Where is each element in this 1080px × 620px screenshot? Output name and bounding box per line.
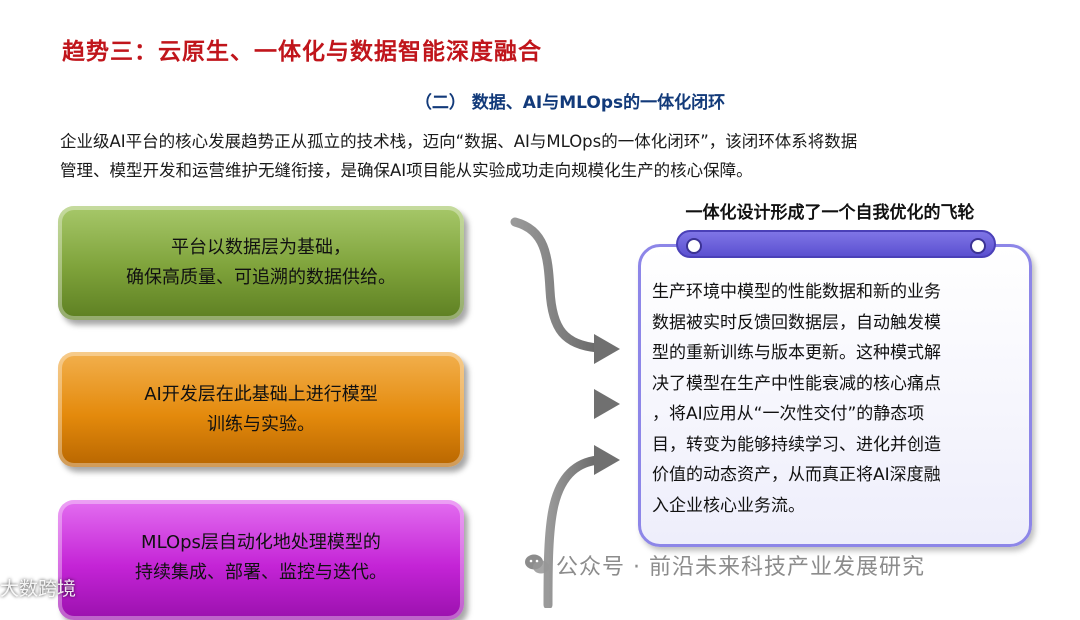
data-layer-box: 平台以数据层为基础， 确保高质量、可追溯的数据供给。 [58, 206, 464, 320]
flywheel-text: 生产环境中模型的性能数据和新的业务 数据被实时反馈回数据层，自动触发模 型的重新… [652, 277, 1024, 521]
mlops-layer-line-2: 持续集成、部署、监控与迭代。 [135, 562, 387, 583]
wechat-icon [525, 554, 549, 574]
flywheel-line: 目，转变为能够持续学习、进化并创造 [652, 434, 941, 455]
arrow-from-mlops-icon [543, 445, 620, 608]
flywheel-title: 一体化设计形成了一个自我优化的飞轮 [685, 203, 975, 223]
flywheel-line: 入企业核心业务流。 [652, 495, 805, 516]
flywheel-line: ，将AI应用从“一次性交付”的静态项 [652, 404, 925, 424]
data-layer-line-1: 平台以数据层为基础， [171, 237, 351, 258]
section-subtitle: （二） 数据、AI与MLOps的一体化闭环 [414, 93, 726, 113]
ai-layer-line-1: AI开发层在此基础上进行模型 [144, 383, 378, 405]
ai-layer-line-2: 训练与实验。 [207, 413, 315, 435]
scroll-tab-icon [676, 230, 996, 258]
flywheel-line: 数据被实时反馈回数据层，自动触发模 [652, 312, 941, 333]
flow-arrows [502, 217, 620, 608]
flywheel-line: 决了模型在生产中性能衰减的核心痛点 [652, 373, 941, 394]
intro-line-2: 管理、模型开发和运营维护无缝衔接，是确保AI项目能从实验成功走向规模化生产的核心… [60, 161, 753, 180]
arrow-from-data-icon [510, 217, 620, 364]
intro-paragraph: 企业级AI平台的核心发展趋势正从孤立的技术栈，迈向“数据、AI与MLOps的一体… [60, 127, 1030, 185]
mlops-layer-box: MLOps层自动化地处理模型的 持续集成、部署、监控与迭代。 [58, 500, 464, 620]
mlops-layer-line-1: MLOps层自动化地处理模型的 [141, 532, 381, 553]
slide-title: 趋势三：云原生、一体化与数据智能深度融合 [62, 39, 542, 65]
intro-line-1: 企业级AI平台的核心发展趋势正从孤立的技术栈，迈向“数据、AI与MLOps的一体… [60, 132, 858, 151]
ai-layer-box: AI开发层在此基础上进行模型 训练与实验。 [58, 352, 464, 467]
arrow-from-ai-icon [502, 389, 620, 419]
corner-watermark: 大数跨境 [0, 578, 77, 600]
flywheel-line: 型的重新训练与版本更新。这种模式解 [652, 343, 941, 363]
data-layer-line-2: 确保高质量、可追溯的数据供给。 [126, 267, 396, 288]
watermark-text: 公众号 · 前沿未来科技产业发展研究 [556, 555, 925, 580]
flywheel-panel [638, 244, 1032, 547]
flywheel-line: 价值的动态资产，从而真正将AI深度融 [652, 465, 941, 485]
flywheel-line: 生产环境中模型的性能数据和新的业务 [652, 282, 941, 302]
